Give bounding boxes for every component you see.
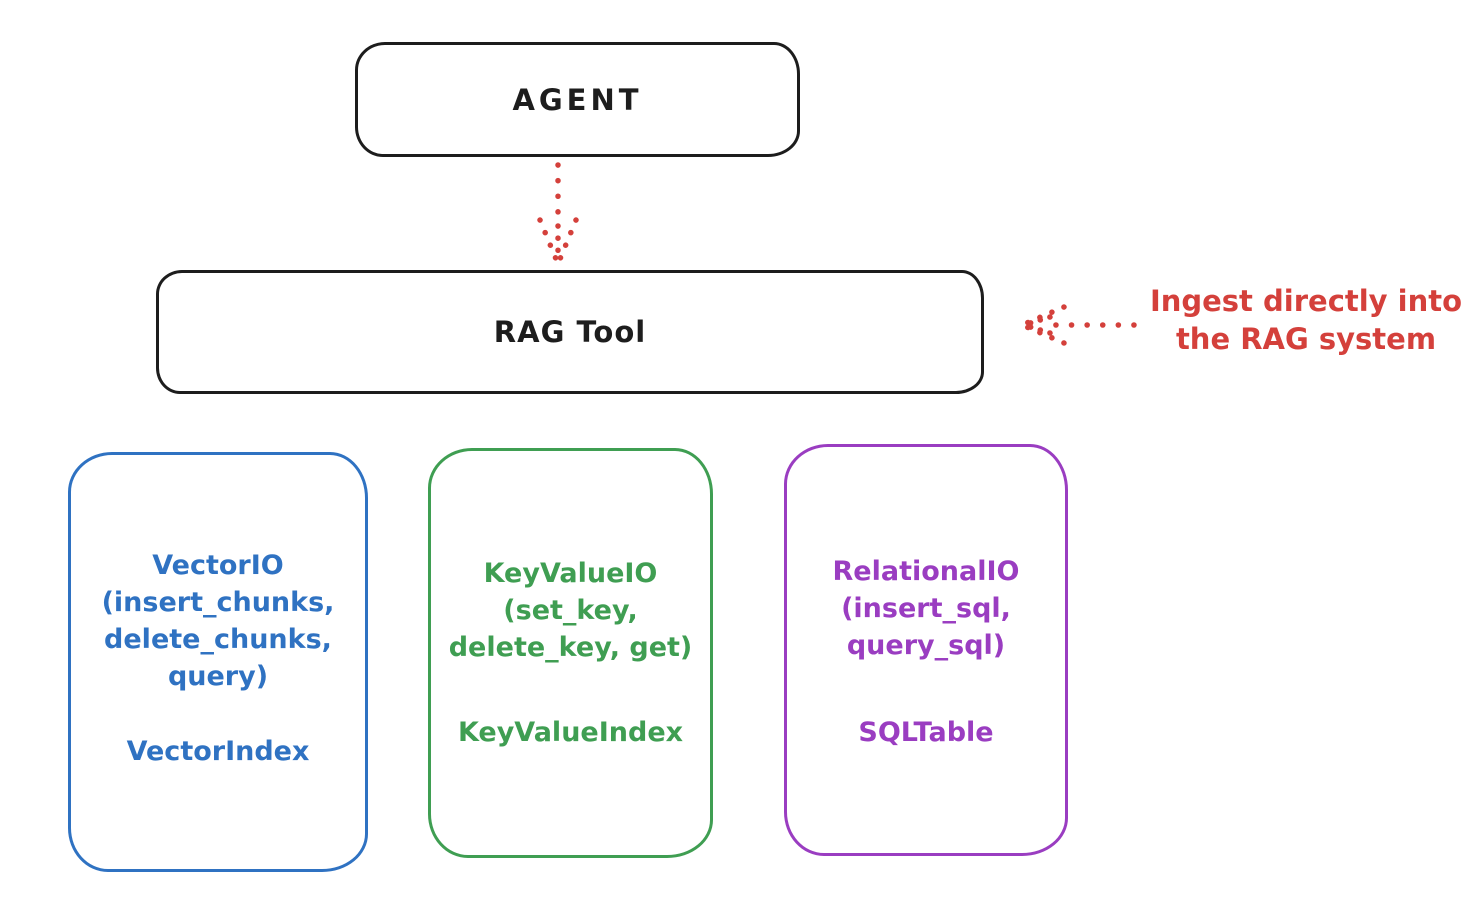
keyvalue-io-node: KeyValueIO (set_key, delete_key, get) Ke… <box>428 448 713 858</box>
rag-tool-node-label: RAG Tool <box>493 315 647 349</box>
sql-table-label: SQLTable <box>858 717 994 748</box>
keyvalue-index-label: KeyValueIndex <box>457 717 684 748</box>
relational-io-methods-line1: (insert_sql, <box>841 593 1011 624</box>
dotted-arrow-down-icon <box>537 162 579 263</box>
ingest-annotation-line1: Ingest directly into <box>1149 284 1463 318</box>
ingest-annotation: Ingest directly into the RAG system <box>1130 282 1482 358</box>
agent-node-label: AGENT <box>512 82 643 117</box>
dotted-arrow-left-icon <box>1019 304 1137 346</box>
vector-io-title: VectorIO <box>152 550 284 581</box>
vector-io-node: VectorIO (insert_chunks, delete_chunks, … <box>68 452 368 872</box>
relational-io-methods-line2: query_sql) <box>846 630 1006 661</box>
relational-io-node: RelationalIO (insert_sql, query_sql) SQL… <box>784 444 1068 856</box>
vector-io-methods-line1: (insert_chunks, <box>101 587 335 618</box>
agent-node: AGENT <box>355 42 800 157</box>
vector-io-methods-line3: query) <box>167 661 269 692</box>
ingest-annotation-line2: the RAG system <box>1175 322 1437 356</box>
keyvalue-io-title: KeyValueIO <box>483 558 658 589</box>
vector-io-methods-line2: delete_chunks, <box>104 624 332 655</box>
vector-index-label: VectorIndex <box>126 736 310 767</box>
rag-tool-node: RAG Tool <box>156 270 984 394</box>
relational-io-title: RelationalIO <box>832 556 1020 587</box>
keyvalue-io-methods-line2: delete_key, get) <box>448 632 693 663</box>
keyvalue-io-methods-line1: (set_key, <box>503 595 638 626</box>
